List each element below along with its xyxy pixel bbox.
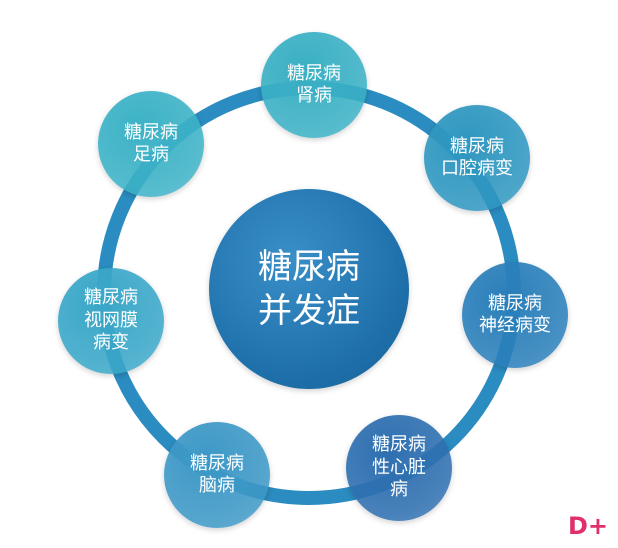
node-brain: 糖尿病 脑病 <box>164 422 270 528</box>
node-foot-label: 糖尿病 足病 <box>124 121 178 166</box>
node-kidney-label: 糖尿病 肾病 <box>287 62 341 107</box>
node-nerve: 糖尿病 神经病变 <box>462 262 568 368</box>
node-mouth: 糖尿病 口腔病变 <box>424 105 530 211</box>
node-heart: 糖尿病 性心脏 病 <box>346 415 452 521</box>
center-node: 糖尿病 并发症 <box>209 189 409 389</box>
node-retina: 糖尿病 视网膜 病变 <box>58 268 164 374</box>
node-kidney: 糖尿病 肾病 <box>261 32 367 138</box>
watermark-logo: D+ <box>567 512 608 540</box>
node-nerve-label: 糖尿病 神经病变 <box>479 292 551 337</box>
center-label: 糖尿病 并发症 <box>258 246 360 331</box>
node-mouth-label: 糖尿病 口腔病变 <box>441 135 513 180</box>
node-brain-label: 糖尿病 脑病 <box>190 452 244 497</box>
node-heart-label: 糖尿病 性心脏 病 <box>372 434 426 501</box>
node-foot: 糖尿病 足病 <box>98 91 204 197</box>
node-retina-label: 糖尿病 视网膜 病变 <box>84 287 138 354</box>
